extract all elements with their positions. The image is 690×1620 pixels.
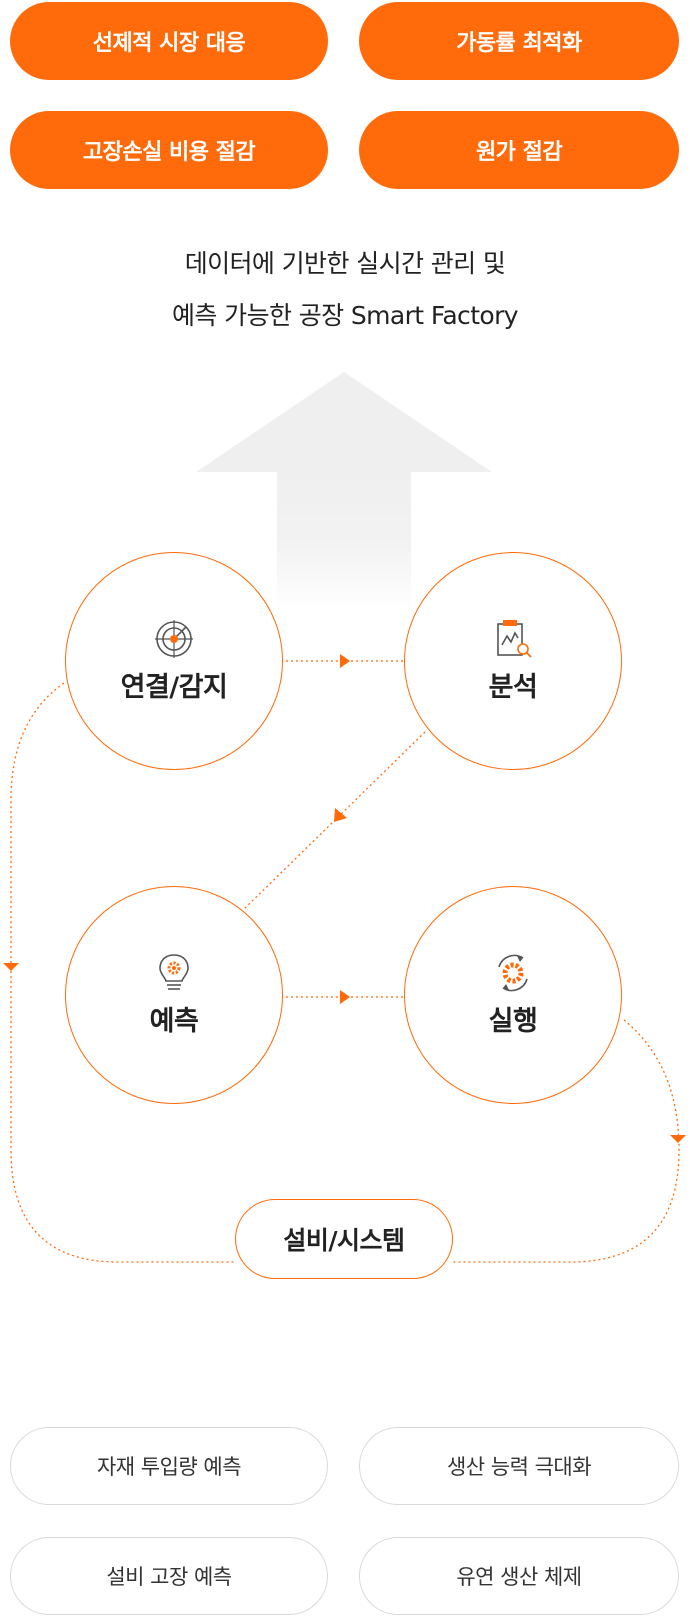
equipment-system-pill: 설비/시스템 [235,1199,453,1279]
cycle-node-analyze-label: 분석 [488,671,538,703]
cycle-node-predict-label: 예측 [149,1005,199,1037]
cycle-node-execute: 실행 [404,886,622,1104]
goal-pill-market-response: 선제적 시장 대응 [10,2,328,80]
upward-arrow-shaft [277,471,411,611]
benefit-pill-failure-prediction: 설비 고장 예측 [10,1537,328,1615]
goal-pill-cost-reduction: 원가 절감 [359,111,679,189]
clipboard-chart-icon [497,619,532,658]
gear-cycle-icon [498,954,528,991]
connector-left-loop [10,682,235,1263]
goal-pill-failure-cost-reduction: 고장손실 비용 절감 [10,111,328,189]
goal-pill-uptime-optimization: 가동률 최적화 [359,2,679,80]
connector-analyze-to-predict [242,731,426,911]
radar-target-icon [155,619,193,658]
arrowhead-connect-to-analyze [340,654,350,668]
arrowhead-predict-to-execute [340,990,350,1004]
cycle-node-predict: 예측 [65,886,283,1104]
upward-arrow-head [196,372,492,472]
headline-line-1: 데이터에 기반한 실시간 관리 및 [184,249,506,278]
cycle-node-connect: 연결/감지 [65,552,283,770]
benefit-pill-material-forecast: 자재 투입량 예측 [10,1427,328,1505]
cycle-node-execute-label: 실행 [488,1005,538,1037]
cycle-node-connect-label: 연결/감지 [120,671,228,703]
lightbulb-gear-icon [159,953,189,990]
cycle-node-analyze: 분석 [404,552,622,770]
arrowhead-left-loop [3,963,19,971]
benefit-pill-flexible-production: 유연 생산 체제 [359,1537,679,1615]
benefit-pill-capacity-maximization: 생산 능력 극대화 [359,1427,679,1505]
arrowhead-analyze-to-predict [334,808,347,822]
headline-line-2: 예측 가능한 공장 Smart Factory [172,301,519,330]
arrowhead-right-loop [670,1135,686,1143]
